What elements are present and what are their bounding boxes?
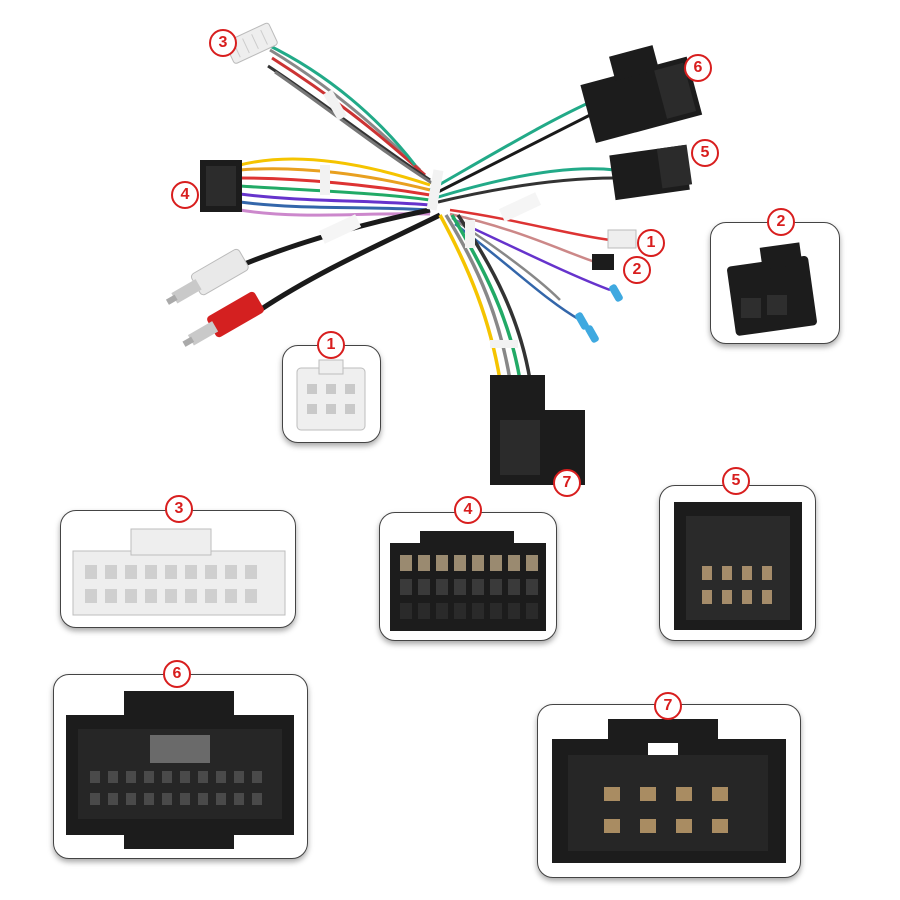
connector-7-image [552, 719, 786, 863]
connector-1-image [296, 359, 366, 431]
harness-label-7: 7 [553, 469, 581, 497]
harness-label-6: 6 [684, 54, 712, 82]
panel-label-7: 7 [654, 692, 682, 720]
connector-5-image [674, 502, 802, 630]
panel-label-4: 4 [454, 496, 482, 524]
panel-label-2: 2 [767, 208, 795, 236]
wiring-harness [165, 22, 703, 485]
connector-4-panel [379, 512, 557, 641]
panel-label-1: 1 [317, 331, 345, 359]
connector-6-panel [53, 674, 308, 859]
harness-label-2: 2 [623, 256, 651, 284]
panel-label-5: 5 [722, 467, 750, 495]
harness-label-5: 5 [691, 139, 719, 167]
panel-label-3: 3 [165, 495, 193, 523]
connector-6-image [66, 691, 294, 849]
connector-3-panel [60, 510, 296, 628]
connector-7-panel [537, 704, 801, 878]
connector-1-panel [282, 345, 381, 443]
harness-label-3: 3 [209, 29, 237, 57]
connector-2-image [727, 242, 817, 336]
connector-4-image [390, 531, 546, 631]
connector-3-image [72, 528, 286, 616]
connector-2-panel [710, 222, 840, 344]
harness-label-1: 1 [637, 229, 665, 257]
harness-label-4: 4 [171, 181, 199, 209]
connector-5-panel [659, 485, 816, 641]
panel-label-6: 6 [163, 660, 191, 688]
